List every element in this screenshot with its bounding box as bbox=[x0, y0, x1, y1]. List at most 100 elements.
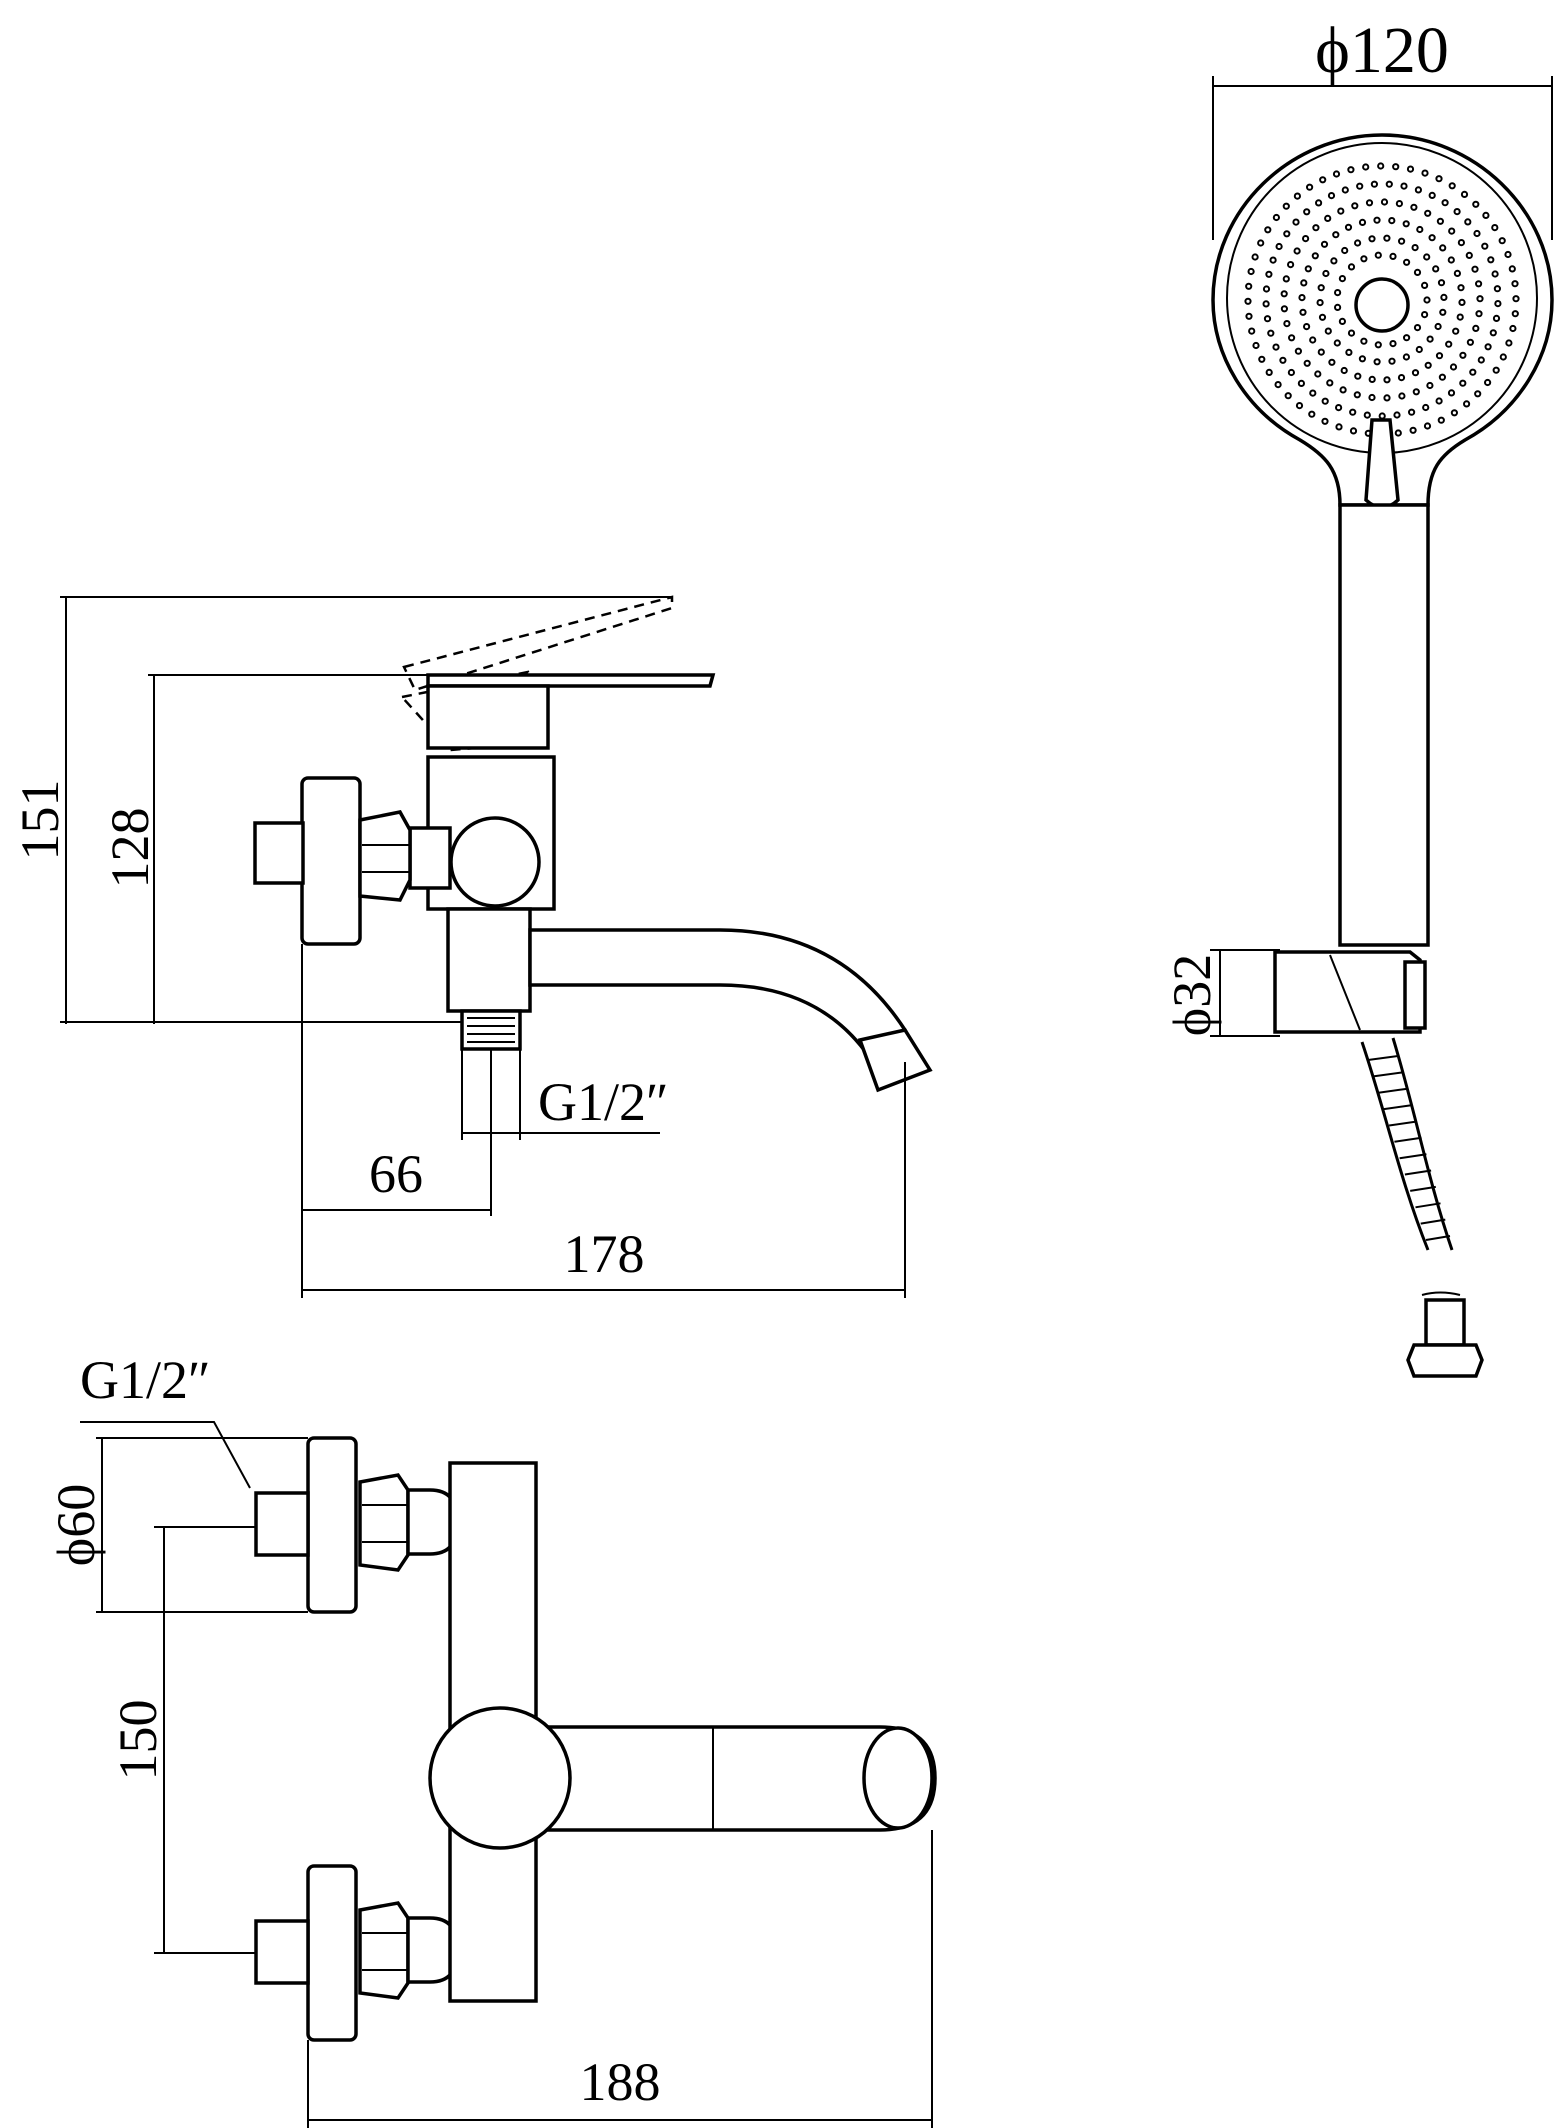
lever-base bbox=[426, 684, 550, 750]
spray-nozzle bbox=[1263, 315, 1272, 323]
spray-nozzle bbox=[1368, 235, 1376, 243]
spray-nozzle bbox=[1465, 251, 1473, 259]
spray-nozzle bbox=[1279, 356, 1287, 364]
hose-nut bbox=[1406, 1343, 1484, 1378]
spray-nozzle bbox=[1457, 284, 1465, 292]
spray-nozzle bbox=[1374, 341, 1382, 349]
spray-nozzle bbox=[1284, 392, 1292, 400]
spray-nozzle bbox=[1434, 322, 1442, 331]
spray-nozzle bbox=[1493, 285, 1502, 293]
spray-nozzle bbox=[1416, 225, 1424, 234]
spray-nozzle bbox=[1295, 402, 1304, 410]
spray-nozzle bbox=[1297, 379, 1306, 387]
inlet-pipe bbox=[253, 821, 305, 885]
spray-nozzle bbox=[1472, 200, 1480, 208]
spray-nozzle bbox=[1294, 347, 1303, 355]
label-128: 128 bbox=[100, 808, 160, 889]
spray-nozzle bbox=[1435, 175, 1443, 183]
spray-nozzle bbox=[1499, 353, 1507, 361]
side-view: 151 128 G1/2″ bbox=[10, 595, 933, 1298]
spray-nozzle bbox=[1439, 244, 1447, 252]
spray-nozzle bbox=[1353, 391, 1361, 399]
spray-nozzle bbox=[1303, 359, 1311, 367]
spray-nozzle bbox=[1428, 191, 1436, 199]
spray-nozzle bbox=[1402, 220, 1410, 228]
spray-nozzle bbox=[1365, 199, 1374, 207]
spray-nozzle bbox=[1410, 203, 1418, 211]
spray-nozzle bbox=[1275, 242, 1283, 251]
spray-nozzle bbox=[1317, 284, 1325, 292]
spray-nozzle bbox=[1422, 403, 1430, 412]
spout-tip bbox=[862, 1726, 934, 1830]
spray-nozzle bbox=[1349, 408, 1357, 416]
spray-nozzle bbox=[1453, 269, 1462, 277]
spray-nozzle bbox=[1494, 300, 1502, 308]
spray-nozzle bbox=[1423, 296, 1431, 304]
knob-neck bbox=[408, 826, 452, 890]
spray-nozzle bbox=[1302, 235, 1310, 243]
spray-nozzle bbox=[1370, 180, 1379, 188]
spray-nozzle bbox=[1473, 229, 1481, 238]
spray-nozzle bbox=[1293, 247, 1301, 255]
spray-nozzle bbox=[1315, 199, 1323, 207]
spray-nozzle bbox=[1414, 186, 1423, 194]
spray-nozzle bbox=[1319, 176, 1327, 184]
spray-nozzle bbox=[1426, 335, 1434, 343]
spray-nozzle bbox=[1484, 343, 1492, 351]
thread-leader-front bbox=[80, 1421, 251, 1489]
spray-nozzle bbox=[1423, 422, 1432, 430]
spray-nozzle bbox=[1398, 392, 1406, 400]
label-thread-side: G1/2″ bbox=[538, 1072, 669, 1132]
spray-nozzle bbox=[1458, 298, 1466, 306]
spray-nozzle bbox=[1400, 182, 1408, 190]
spray-nozzle bbox=[1432, 265, 1440, 273]
spray-nozzle bbox=[1351, 202, 1359, 210]
spray-nozzle bbox=[1321, 417, 1329, 425]
spray-centre bbox=[1354, 277, 1410, 333]
spray-nozzle bbox=[1299, 308, 1307, 316]
spray-nozzle bbox=[1300, 279, 1308, 287]
spray-nozzle bbox=[1412, 388, 1420, 396]
spray-nozzle bbox=[1383, 234, 1391, 242]
hex-nut bbox=[358, 810, 412, 902]
spray-nozzle bbox=[1492, 314, 1501, 322]
spray-nozzle bbox=[1324, 214, 1332, 222]
spray-nozzle bbox=[1354, 372, 1362, 380]
spray-nozzle bbox=[1311, 252, 1319, 260]
spray-nozzle bbox=[1388, 217, 1396, 225]
spray-nozzle bbox=[1464, 218, 1472, 226]
spray-nozzle bbox=[1439, 308, 1447, 316]
spray-nozzle bbox=[1356, 182, 1364, 190]
spray-nozzle bbox=[1383, 394, 1391, 402]
spray-nozzle bbox=[1368, 393, 1376, 402]
spray-nozzle bbox=[1316, 299, 1324, 307]
spray-nozzle bbox=[1338, 275, 1347, 283]
spray-nozzle bbox=[1332, 231, 1340, 239]
spray-nozzle bbox=[1354, 239, 1362, 247]
spray-nozzle bbox=[1445, 340, 1453, 348]
spray-nozzle bbox=[1438, 373, 1447, 381]
spray-nozzle bbox=[1440, 293, 1448, 301]
hose-ring bbox=[1373, 1071, 1403, 1078]
spray-nozzle bbox=[1363, 411, 1371, 419]
spray-nozzle bbox=[1475, 280, 1483, 288]
outlet-body bbox=[446, 907, 532, 1013]
spray-nozzle bbox=[1449, 363, 1458, 371]
spray-nozzle bbox=[1508, 265, 1516, 273]
spray-nozzle bbox=[1349, 427, 1358, 435]
spray-nozzle bbox=[1335, 423, 1343, 431]
spray-nozzle bbox=[1421, 169, 1429, 177]
spray-nozzle bbox=[1393, 411, 1401, 419]
spray-nozzle bbox=[1397, 374, 1406, 382]
spray-nozzle bbox=[1511, 310, 1519, 318]
spray-nozzle bbox=[1303, 323, 1311, 331]
spray-nozzle bbox=[1303, 208, 1311, 216]
spray-nozzle bbox=[1282, 202, 1290, 210]
spray-nozzle bbox=[1360, 255, 1368, 263]
spray-nozzle bbox=[1436, 217, 1445, 225]
spray-nozzle bbox=[1411, 369, 1420, 377]
spray-nozzle bbox=[1402, 353, 1411, 361]
spray-nozzle bbox=[1456, 313, 1464, 321]
lower-flange bbox=[306, 1864, 358, 2042]
